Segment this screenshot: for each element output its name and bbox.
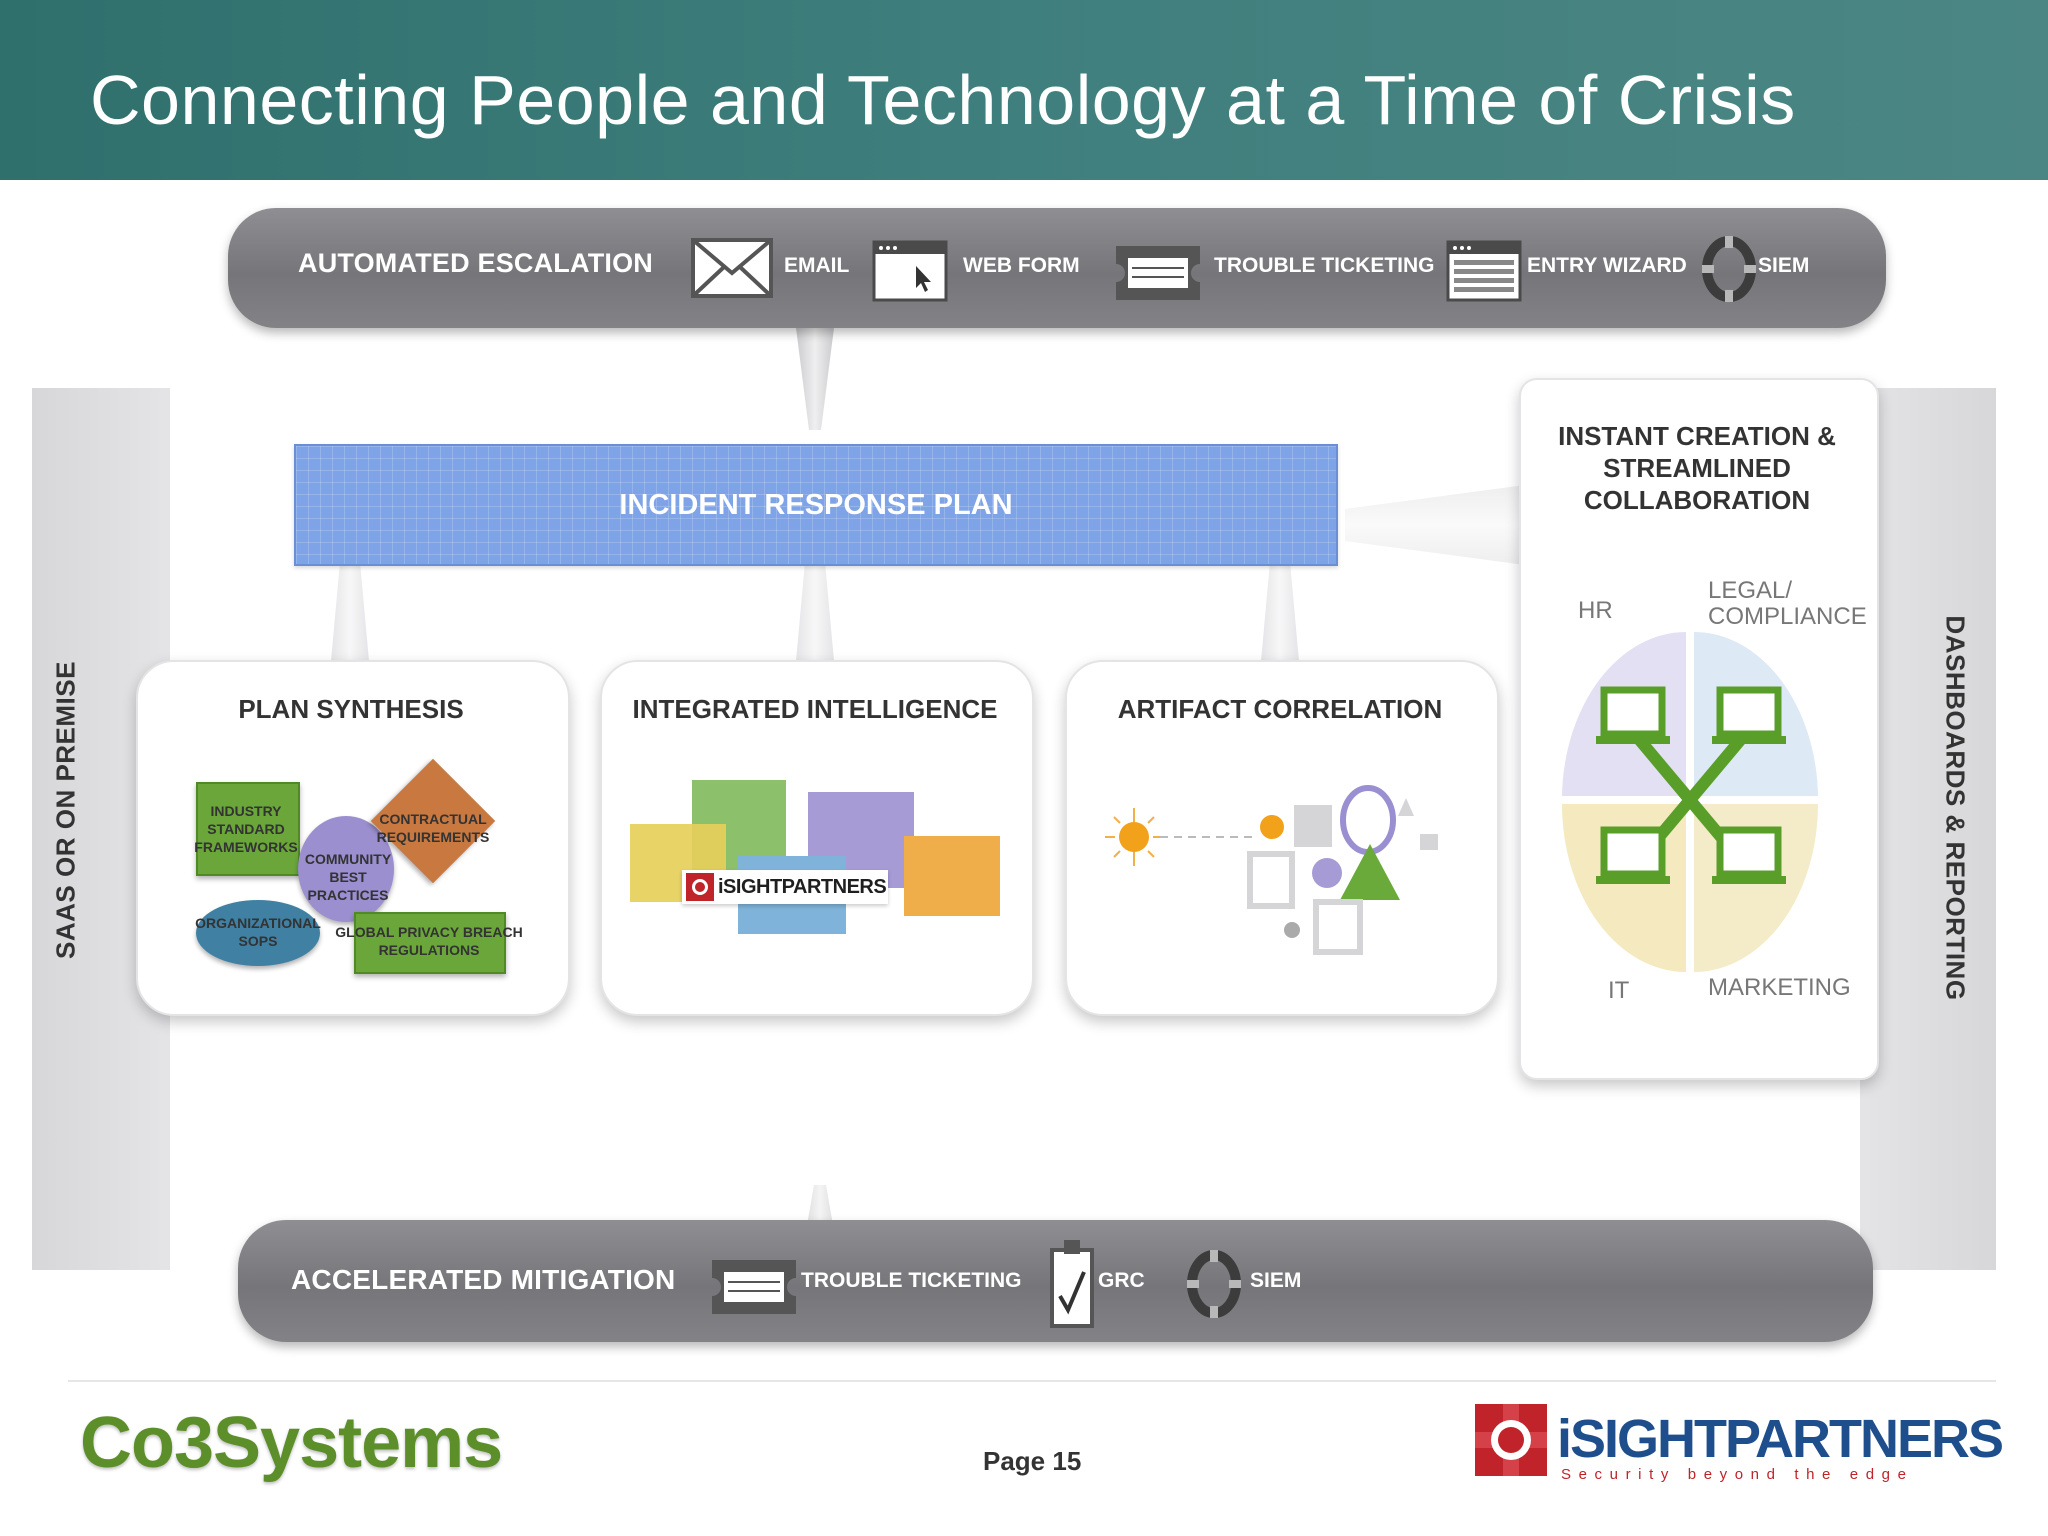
title-bar [0,0,2048,180]
label-organizational-sops: ORGANIZATIONAL SOPS [195,915,321,949]
label-privacy-regulations: GLOBAL PRIVACY BREACH REGULATIONS [335,924,523,958]
ticket-icon [1116,246,1200,300]
plan-synthesis-title: PLAN SYNTHESIS [238,694,464,724]
escalation-item-trouble-ticketing: TROUBLE TICKETING [1214,254,1435,277]
clipboard-check-icon [1050,1240,1094,1328]
quadrant-label-legal: LEGAL/ COMPLIANCE [1708,577,1867,630]
isight-tagline: Security beyond the edge [1561,1466,1914,1483]
footer-divider [68,1380,1996,1382]
artifact-graphic [1105,785,1438,955]
quadrant-label-marketing: MARKETING [1708,974,1851,1001]
isight-small-text: iSIGHTPARTNERS [718,875,887,898]
escalation-item-siem: SIEM [1758,254,1810,277]
label-contractual-requirements: CONTRACTUAL REQUIREMENTS [376,811,490,845]
quadrant-label-it: IT [1608,977,1630,1004]
label-industry-frameworks: INDUSTRY STANDARD FRAMEWORKS [194,803,298,855]
shape-privacy-regulations [354,912,506,974]
isight-mark-icon [686,873,714,901]
side-label-right: DASHBOARDS & REPORTING [1940,615,1971,1001]
co3-logo: Co3Systems [80,1402,503,1484]
collaboration-title: INSTANT CREATION & STREAMLINED COLLABORA… [1558,421,1836,515]
shape-organizational-sops [196,900,320,966]
quadrant-label-hr: HR [1578,597,1613,624]
escalation-label: AUTOMATED ESCALATION [298,248,653,278]
lifebuoy-icon [1702,236,1756,302]
mitigation-item-siem: SIEM [1250,1269,1302,1292]
browser-window-icon [872,240,948,302]
artifact-correlation-title: ARTIFACT CORRELATION [1117,694,1443,724]
collaboration-diagram [1562,632,1818,972]
mitigation-item-trouble-ticketing: TROUBLE TICKETING [801,1269,1022,1292]
laptop-icons [1596,686,1786,884]
shape-industry-frameworks [196,782,300,876]
page-number: Page 15 [983,1446,1082,1476]
escalation-item-entry-wizard: ENTRY WIZARD [1527,254,1687,277]
mitigation-item-grc: GRC [1098,1269,1145,1292]
slide-title: Connecting People and Technology at a Ti… [90,61,1796,139]
isight-logo-mark-icon [1475,1404,1547,1476]
escalation-item-email: EMAIL [784,254,850,277]
ticket-icon [712,1260,796,1314]
mitigation-label: ACCELERATED MITIGATION [291,1264,676,1295]
co3-logo-text: Co3Systems [80,1403,503,1483]
escalation-item-web-form: WEB FORM [963,254,1080,277]
isight-logo-small: iSIGHTPARTNERS [682,870,888,904]
isight-logo-text: iSIGHTPARTNERS [1557,1409,2004,1469]
label-community-practices: COMMUNITY BEST PRACTICES [304,851,392,903]
isight-logo: iSIGHTPARTNERS Security beyond the edge [1475,1404,2004,1514]
plan-label: INCIDENT RESPONSE PLAN [619,488,1013,521]
lifebuoy-icon [1187,1250,1241,1318]
intel-square-orange [904,836,1000,916]
integrated-intelligence-title: INTEGRATED INTELLIGENCE [632,694,998,724]
form-window-icon [1446,240,1522,302]
shape-community-practices [298,816,394,922]
incident-response-plan: INCIDENT RESPONSE PLAN [294,444,1338,566]
envelope-icon [691,238,773,298]
side-label-left: SAAS OR ON PREMISE [50,661,81,959]
escalation-bar [228,208,1886,328]
